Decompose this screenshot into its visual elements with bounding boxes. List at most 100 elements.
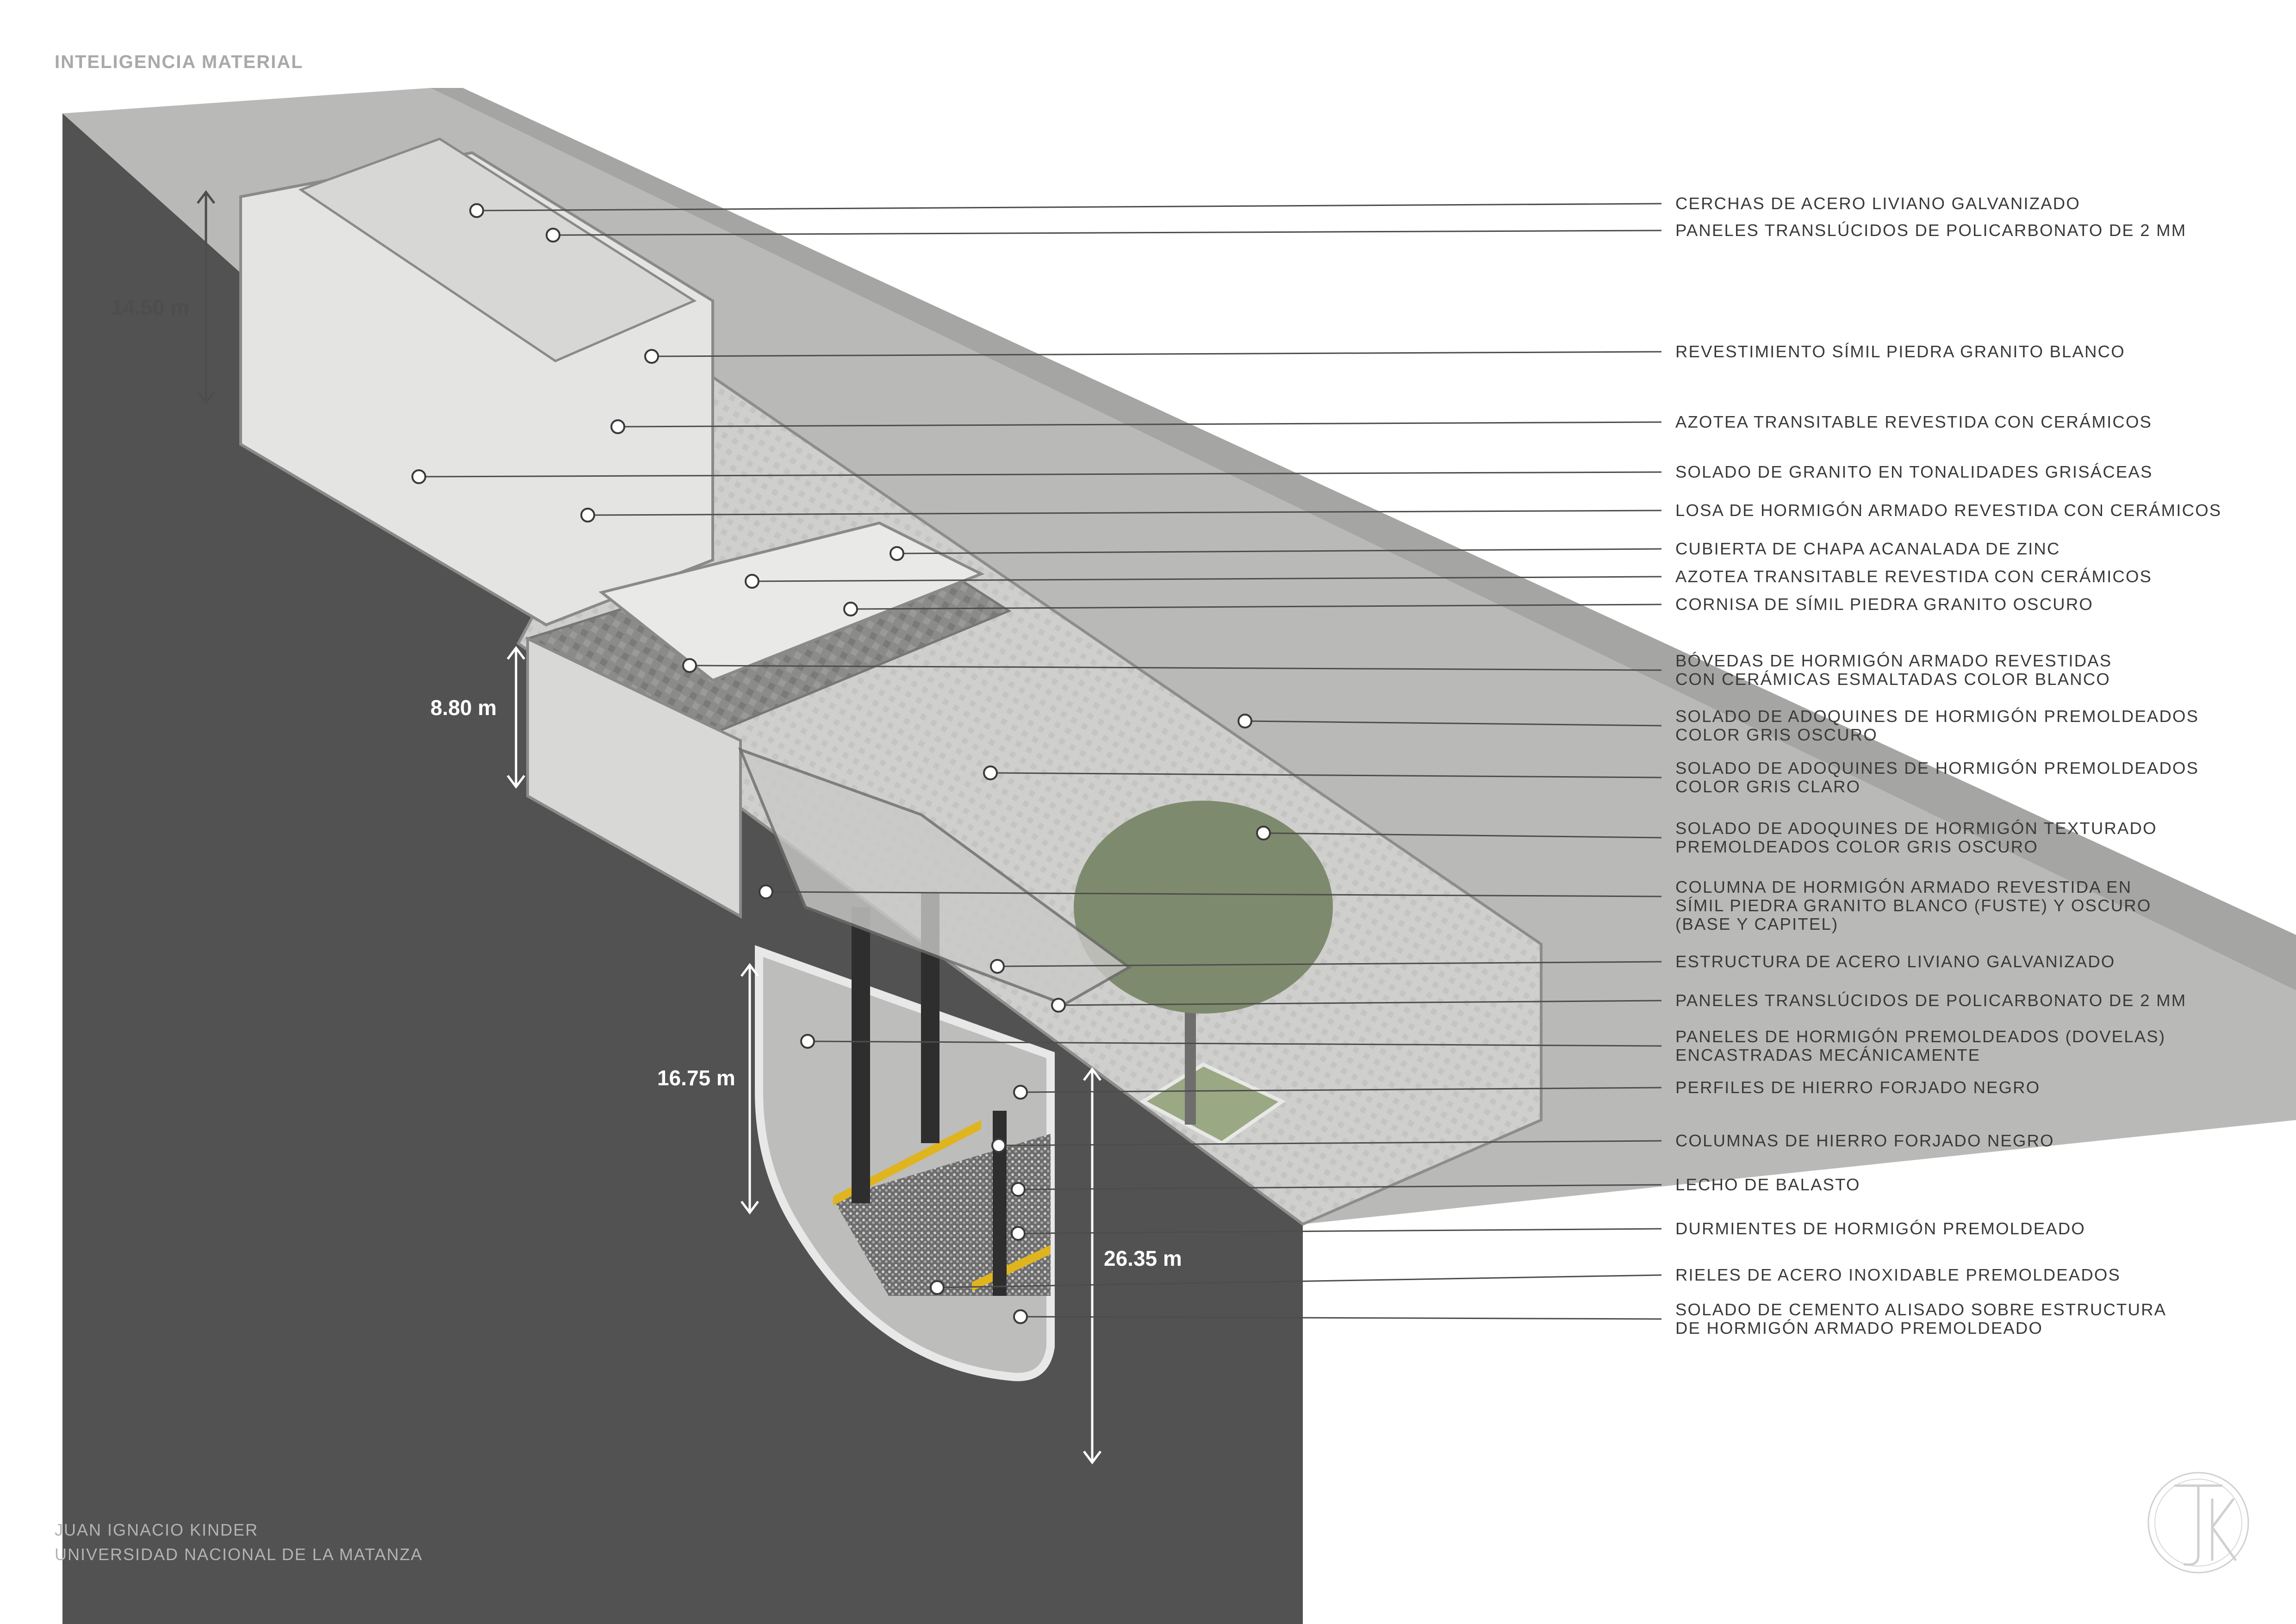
callout-marker-icon [580,508,595,523]
callout-1: CERCHAS DE ACERO LIVIANO GALVANIZADO [469,194,2080,218]
leader-line [651,351,1662,357]
callout-marker-icon [890,546,904,561]
callout-label: RIELES DE ACERO INOXIDABLE PREMOLDEADOS [1675,1265,2121,1284]
dim-1675-label: 16.75 m [657,1066,735,1090]
tree-canopy [1074,801,1333,1014]
callout-15: ESTRUCTURA DE ACERO LIVIANO GALVANIZADO [990,952,2115,974]
leader-line [617,421,1662,428]
author-credit: JUAN IGNACIO KINDER [55,1520,259,1539]
callout-marker-icon [610,419,625,434]
callout-14: COLUMNA DE HORMIGÓN ARMADO REVESTIDA ENS… [759,877,2151,933]
callout-label: SOLADO DE CEMENTO ALISADO SOBRE ESTRUCTU… [1675,1300,2166,1319]
leader-line [1018,1184,1662,1190]
leader-line [1020,1316,1662,1320]
callout-10: BÓVEDAS DE HORMIGÓN ARMADO REVESTIDASCON… [682,651,2112,689]
callout-label: SOLADO DE ADOQUINES DE HORMIGÓN TEXTURAD… [1675,819,2157,838]
callout-8: AZOTEA TRANSITABLE REVESTIDA CON CERÁMIC… [745,567,2151,589]
callout-18: PERFILES DE HIERRO FORJADO NEGRO [1013,1078,2039,1100]
callout-23: SOLADO DE CEMENTO ALISADO SOBRE ESTRUCTU… [1013,1300,2166,1338]
callout-marker-icon [411,469,426,484]
dim-880-line: 8.80 m [430,646,525,789]
leader-line [765,891,1662,897]
callout-12: SOLADO DE ADOQUINES DE HORMIGÓN PREMOLDE… [983,759,2198,796]
callout-marker-icon [800,1034,815,1049]
callout-13: SOLADO DE ADOQUINES DE HORMIGÓN TEXTURAD… [1256,819,2157,856]
callout-marker-icon [1013,1309,1028,1324]
dim-2635-line: 26.35 m [1083,1067,1182,1465]
leader-line [1263,832,1662,839]
leader-line [990,772,1662,778]
leader-line [418,471,1662,478]
callout-list: CERCHAS DE ACERO LIVIANO GALVANIZADO PANE… [411,194,2221,1338]
leader-line [807,1040,1662,1047]
institution-credit: UNIVERSIDAD NACIONAL DE LA MATANZA [55,1545,423,1564]
leader-line [1058,1000,1662,1006]
tree [1074,801,1333,1145]
skylight-structure [738,747,1132,1006]
callout-9: CORNISA DE SÍMIL PIEDRA GRANITO OSCURO [843,595,2093,616]
tree-pit [1139,1062,1286,1145]
monogram-logo-icon [2147,1472,2249,1574]
callout-6: LOSA DE HORMIGÓN ARMADO REVESTIDA CON CE… [580,501,2221,523]
callout-label: SOLADO DE ADOQUINES DE HORMIGÓN PREMOLDE… [1675,707,2199,726]
callout-marker-icon [843,602,858,616]
callout-3: REVESTIMIENTO SÍMIL PIEDRA GRANITO BLANC… [644,342,2125,364]
callout-label: CERCHAS DE ACERO LIVIANO GALVANIZADO [1675,194,2080,213]
leader-line [850,604,1662,610]
leader-line [1020,1087,1662,1093]
leader-line [1018,1228,1662,1234]
station-building [239,137,1132,1006]
tunnel-section [755,893,1055,1381]
dim-880-label: 8.80 m [430,696,497,720]
callout-label: ESTRUCTURA DE ACERO LIVIANO GALVANIZADO [1675,952,2115,971]
leader-line [587,510,1662,516]
callout-marker-icon [469,203,484,218]
callout-label: DE HORMIGÓN ARMADO PREMOLDEADO [1675,1319,2043,1338]
callout-marker-icon [991,1138,1006,1153]
callout-marker-icon [759,884,773,899]
callout-label: REVESTIMIENTO SÍMIL PIEDRA GRANITO BLANC… [1675,342,2125,361]
street-band [430,88,2296,990]
callout-label: SOLADO DE GRANITO EN TONALIDADES GRISÁCE… [1675,462,2153,481]
leader-line [689,665,1662,671]
callout-marker-icon [1051,998,1066,1013]
callout-11: SOLADO DE ADOQUINES DE HORMIGÓN PREMOLDE… [1238,707,2199,744]
callout-label: PANELES DE HORMIGÓN PREMOLDEADOS (DOVELA… [1675,1027,2165,1046]
dimension-lines: 14.50 m 8.80 m 16.75 m 26.35 m [111,190,1182,1465]
callout-label: BÓVEDAS DE HORMIGÓN ARMADO REVESTIDAS [1675,651,2112,670]
callout-16: PANELES TRANSLÚCIDOS DE POLICARBONATO DE… [1051,991,2186,1013]
callout-label: COLOR GRIS CLARO [1675,777,1860,796]
callout-label: CORNISA DE SÍMIL PIEDRA GRANITO OSCURO [1675,595,2093,614]
callout-7: CUBIERTA DE CHAPA ACANALADA DE ZINC [890,539,2059,561]
dim-1450-label: 14.50 m [111,295,189,319]
callout-label: PANELES TRANSLÚCIDOS DE POLICARBONATO DE… [1675,991,2186,1010]
callout-4: AZOTEA TRANSITABLE REVESTIDA CON CERÁMIC… [610,412,2152,434]
dim-1675-line: 16.75 m [657,963,759,1215]
callout-label: AZOTEA TRANSITABLE REVESTIDA CON CERÁMIC… [1675,412,2152,431]
iron-column-1 [852,907,870,1203]
callout-label: PREMOLDEADOS COLOR GRIS OSCURO [1675,837,2038,856]
callout-marker-icon [1238,714,1252,728]
callout-marker-icon [983,765,998,780]
page-title: INTELIGENCIA MATERIAL [55,52,304,72]
callout-marker-icon [1011,1182,1026,1197]
portico-roof [598,521,985,682]
callout-label: COLUMNAS DE HIERRO FORJADO NEGRO [1675,1131,2054,1150]
callout-20: LECHO DE BALASTO [1011,1175,1860,1197]
dim-2635-label: 26.35 m [1104,1246,1182,1270]
leader-line [997,961,1662,967]
callout-marker-icon [990,959,1005,974]
leader-line [998,1140,1662,1146]
callout-22: RIELES DE ACERO INOXIDABLE PREMOLDEADOS [930,1265,2121,1295]
leader-line [1244,720,1662,727]
callout-21: DURMIENTES DE HORMIGÓN PREMOLDEADO [1011,1219,2084,1241]
callout-label: PANELES TRANSLÚCIDOS DE POLICARBONATO DE… [1675,221,2186,240]
callout-marker-icon [1256,826,1271,840]
callout-label: LECHO DE BALASTO [1675,1175,1860,1194]
leader-line [553,230,1662,236]
callout-label: LOSA DE HORMIGÓN ARMADO REVESTIDA CON CE… [1675,501,2221,520]
leader-line [476,203,1662,212]
callout-label: SÍMIL PIEDRA GRANITO BLANCO (FUSTE) Y OS… [1675,896,2151,915]
callout-marker-icon [1011,1226,1026,1241]
